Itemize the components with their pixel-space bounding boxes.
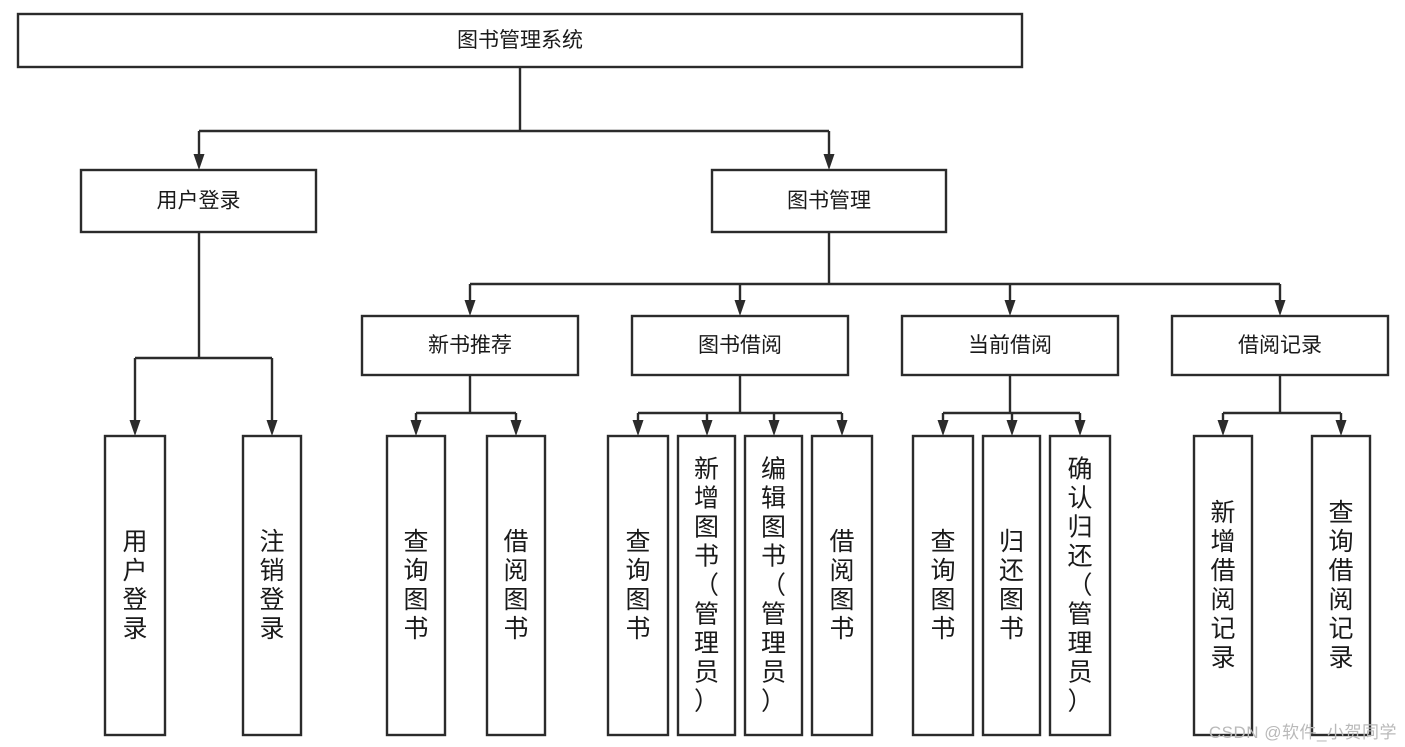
node-box [103,434,167,737]
arrow-head-icon [1274,300,1286,316]
arrow-head-icon [464,300,476,316]
node-label: 查询借阅记录 [1328,499,1353,672]
arrow-head-icon [632,420,644,436]
node-label: 图书管理 [787,190,871,213]
node-box [241,434,303,737]
node-label: 用户登录 [157,190,241,213]
arrow-head-icon [1006,420,1018,436]
node-box [1192,434,1254,737]
node-box [485,434,547,737]
node-label: 借阅图书 [503,528,528,643]
arrow-head-icon [768,420,780,436]
node-label: 用户登录 [122,528,147,643]
node-label: 借阅图书 [829,528,854,643]
arrow-head-icon [701,420,713,436]
node-label: 注销登录 [259,528,284,643]
node-label: 新增借阅记录 [1210,499,1235,672]
node-label: 查询图书 [625,528,650,643]
node-box [385,434,447,737]
node-leaf-query-record[interactable]: 查询借阅记录 [1310,434,1372,737]
arrow-head-icon [1217,420,1229,436]
node-box [1170,314,1390,377]
node-box [810,434,874,737]
node-box [676,434,737,737]
node-label: 借阅记录 [1238,334,1322,357]
arrow-head-icon [734,300,746,316]
node-leaf-edit-book[interactable]: 编辑图书（管理员） [743,434,804,737]
node-label: 图书借阅 [698,334,782,357]
edges-layer [129,67,1347,436]
node-label: 新书推荐 [428,334,512,357]
node-box [606,434,670,737]
watermark-text: CSDN @软件_小贺同学 [1208,723,1397,742]
node-new-book-rec[interactable]: 新书推荐 [360,314,580,377]
node-leaf-query-book-3[interactable]: 查询图书 [911,434,975,737]
arrow-head-icon [823,154,835,170]
node-box [79,168,318,234]
node-label: 新增图书（管理员） [694,456,719,716]
node-leaf-query-book-2[interactable]: 查询图书 [606,434,670,737]
node-label: 图书管理系统 [457,29,583,52]
node-box [900,314,1120,377]
arrow-head-icon [410,420,422,436]
node-leaf-add-book[interactable]: 新增图书（管理员） [676,434,737,737]
node-leaf-confirm-return[interactable]: 确认归还（管理员） [1048,434,1112,737]
arrow-head-icon [510,420,522,436]
node-label: 查询图书 [403,528,428,643]
node-box [360,314,580,377]
node-user-login[interactable]: 用户登录 [79,168,318,234]
arrow-head-icon [193,154,205,170]
node-book-borrow[interactable]: 图书借阅 [630,314,850,377]
node-box [16,12,1024,69]
node-label: 编辑图书（管理员） [761,456,786,716]
node-leaf-borrow-book-1[interactable]: 借阅图书 [485,434,547,737]
arrow-head-icon [836,420,848,436]
arrow-head-icon [266,420,278,436]
node-borrow-record[interactable]: 借阅记录 [1170,314,1390,377]
arrow-head-icon [937,420,949,436]
arrow-head-icon [1004,300,1016,316]
node-label: 当前借阅 [968,334,1052,357]
node-leaf-borrow-book-2[interactable]: 借阅图书 [810,434,874,737]
node-box [710,168,948,234]
node-leaf-add-record[interactable]: 新增借阅记录 [1192,434,1254,737]
arrow-head-icon [1074,420,1086,436]
node-box [1048,434,1112,737]
node-book-manage[interactable]: 图书管理 [710,168,948,234]
node-label: 查询图书 [930,528,955,643]
nodes-layer: 图书管理系统用户登录图书管理新书推荐图书借阅当前借阅借阅记录用户登录注销登录查询… [16,12,1390,737]
node-root[interactable]: 图书管理系统 [16,12,1024,69]
node-box [743,434,804,737]
arrow-head-icon [129,420,141,436]
node-box [981,434,1042,737]
node-box [1310,434,1372,737]
node-leaf-user-login[interactable]: 用户登录 [103,434,167,737]
node-leaf-user-logout[interactable]: 注销登录 [241,434,303,737]
node-leaf-return-book[interactable]: 归还图书 [981,434,1042,737]
node-leaf-query-book-1[interactable]: 查询图书 [385,434,447,737]
node-label: 归还图书 [999,528,1024,643]
node-current-borrow[interactable]: 当前借阅 [900,314,1120,377]
node-box [630,314,850,377]
arrow-head-icon [1335,420,1347,436]
node-label: 确认归还（管理员） [1067,456,1092,716]
node-box [911,434,975,737]
